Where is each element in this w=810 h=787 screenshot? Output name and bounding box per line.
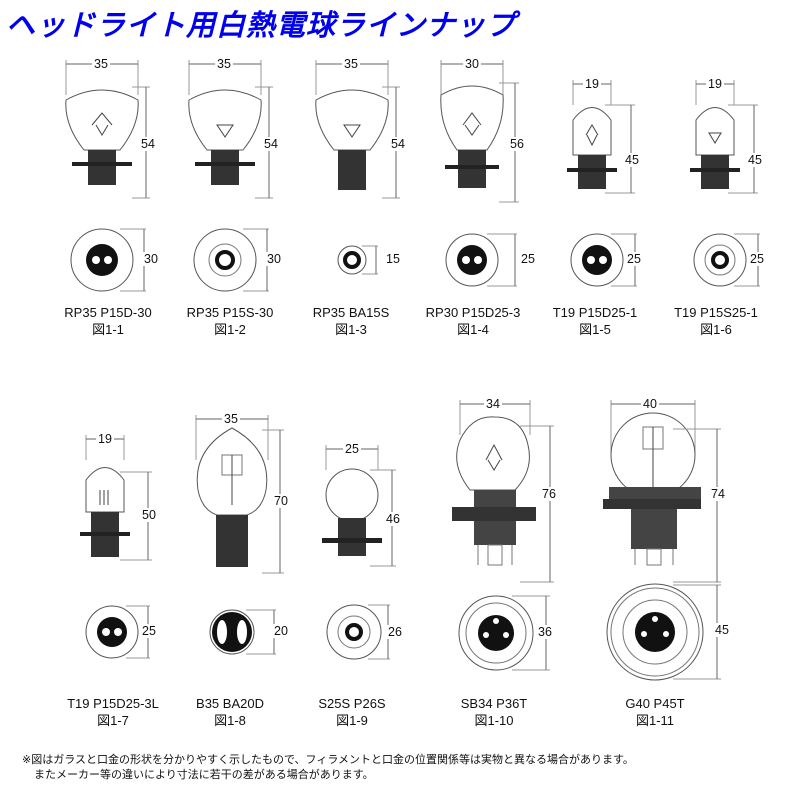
model-name: RP35 BA15S: [312, 305, 390, 320]
base-diameter: 45: [713, 623, 731, 637]
figure-label: 図1-5: [579, 322, 611, 337]
model-name: S25S P26S: [318, 696, 386, 711]
caption-1-8: B35 BA20D 図1-8: [196, 695, 264, 729]
caption-1-9: S25S P26S 図1-9: [318, 695, 385, 729]
width-dimension: 40: [641, 397, 659, 411]
height-dimension: 74: [709, 487, 727, 501]
page-title: ヘッドライト用白熱電球ラインナップ: [6, 8, 517, 42]
base-bottom-view: [70, 228, 146, 292]
width-dimension: 30: [463, 57, 481, 71]
height-dimension: 54: [139, 137, 157, 151]
bulb-side-view: [188, 60, 273, 199]
bulb-side-view: [567, 80, 635, 194]
bulb-side-view: [440, 60, 519, 203]
height-dimension: 76: [540, 487, 558, 501]
base-bottom-view: [606, 583, 721, 681]
base-bottom-view: [85, 605, 150, 659]
caption-1-3: RP35 BA15S 図1-3: [313, 304, 390, 338]
caption-1-1: RP35 P15D-30 図1-1: [64, 304, 151, 338]
figure-label: 図1-6: [700, 322, 732, 337]
caption-1-7: T19 P15D25-3L 図1-7: [67, 695, 159, 729]
base-diameter: 15: [384, 252, 402, 266]
base-bottom-view: [445, 233, 517, 287]
figure-label: 図1-2: [214, 322, 246, 337]
base-bottom-view: [209, 609, 276, 655]
height-dimension: 50: [140, 508, 158, 522]
figure-label: 図1-4: [457, 322, 489, 337]
caption-1-11: G40 P45T 図1-11: [625, 695, 684, 729]
bulb-side-view: [65, 60, 150, 199]
base-bottom-view: [337, 245, 378, 275]
height-dimension: 56: [508, 137, 526, 151]
model-name: G40 P45T: [625, 696, 685, 711]
model-name: SB34 P36T: [460, 696, 528, 711]
width-dimension: 35: [342, 57, 360, 71]
caption-1-10: SB34 P36T 図1-10: [461, 695, 528, 729]
width-dimension: 35: [215, 57, 233, 71]
model-name: RP35 P15D-30: [64, 305, 152, 320]
bulb-side-view: [603, 400, 721, 583]
width-dimension: 19: [96, 432, 114, 446]
width-dimension: 35: [222, 412, 240, 426]
base-diameter: 20: [272, 624, 290, 638]
base-diameter: 30: [142, 252, 160, 266]
bulb-side-view: [690, 80, 758, 194]
width-dimension: 25: [343, 442, 361, 456]
caption-1-4: RP30 P15D25-3 図1-4: [426, 304, 521, 338]
base-diameter: 25: [519, 252, 537, 266]
bulb-side-view: [80, 435, 152, 561]
bulb-side-view: [315, 60, 400, 199]
footnote: ※図はガラスと口金の形状を分かりやすく示したもので、フィラメントと口金の位置関係…: [22, 752, 634, 782]
width-dimension: 35: [92, 57, 110, 71]
height-dimension: 45: [746, 153, 764, 167]
figure-label: 図1-3: [335, 322, 367, 337]
model-name: T19 P15D25-3L: [67, 696, 159, 711]
model-name: T19 P15D25-1: [552, 305, 638, 320]
base-diameter: 30: [265, 252, 283, 266]
figure-label: 図1-1: [92, 322, 124, 337]
base-diameter: 25: [748, 252, 766, 266]
base-diameter: 26: [386, 625, 404, 639]
base-diameter: 25: [140, 624, 158, 638]
footnote-line-1: ※図はガラスと口金の形状を分かりやすく示したもので、フィラメントと口金の位置関係…: [22, 753, 634, 766]
base-bottom-view: [326, 604, 390, 660]
footnote-line-2: またメーカー等の違いにより寸法に若干の差がある場合があります。: [34, 768, 374, 781]
figure-label: 図1-8: [214, 713, 246, 728]
caption-1-5: T19 P15D25-1 図1-5: [553, 304, 638, 338]
height-dimension: 45: [623, 153, 641, 167]
width-dimension: 19: [583, 77, 601, 91]
base-diameter: 36: [536, 625, 554, 639]
figure-label: 図1-9: [336, 713, 368, 728]
bulb-side-view: [322, 445, 396, 567]
width-dimension: 19: [706, 77, 724, 91]
caption-1-6: T19 P15S25-1 図1-6: [674, 304, 758, 338]
height-dimension: 46: [384, 512, 402, 526]
base-bottom-view: [458, 595, 550, 671]
height-dimension: 54: [262, 137, 280, 151]
figure-label: 図1-10: [474, 713, 514, 728]
model-name: B35 BA20D: [196, 696, 264, 711]
model-name: T19 P15S25-1: [674, 305, 758, 320]
model-name: RP35 P15S-30: [186, 305, 274, 320]
base-bottom-view: [693, 233, 760, 287]
base-bottom-view: [570, 233, 637, 287]
figure-label: 図1-7: [97, 713, 129, 728]
width-dimension: 34: [484, 397, 502, 411]
base-diameter: 25: [625, 252, 643, 266]
height-dimension: 70: [272, 494, 290, 508]
caption-1-2: RP35 P15S-30 図1-2: [187, 304, 274, 338]
model-name: RP30 P15D25-3: [425, 305, 521, 320]
height-dimension: 54: [389, 137, 407, 151]
figure-label: 図1-11: [635, 713, 675, 728]
